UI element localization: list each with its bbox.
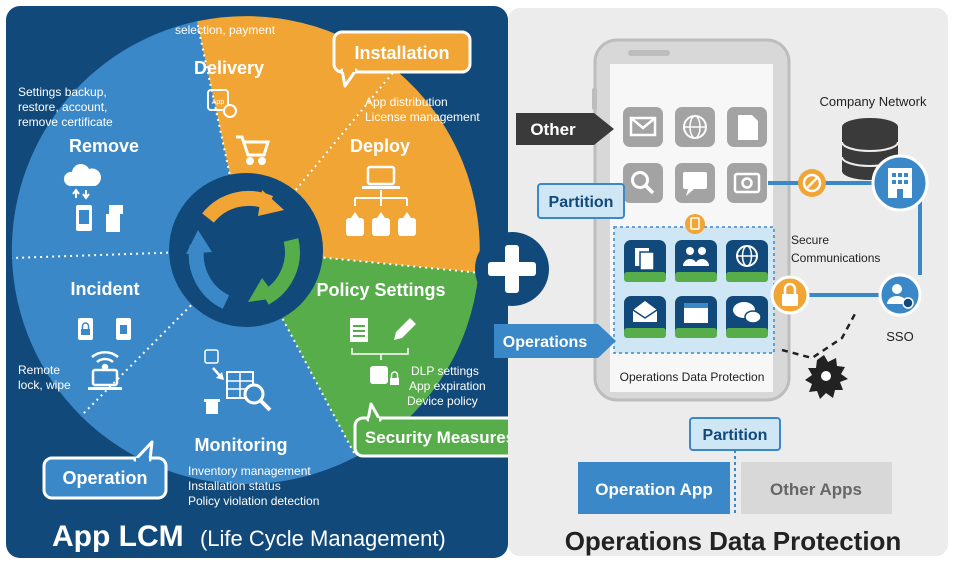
malware-icon bbox=[805, 355, 848, 399]
security-callout-label: Security Measures bbox=[365, 428, 515, 447]
other-apps-grid bbox=[623, 107, 767, 203]
pencil-icon bbox=[394, 318, 416, 340]
other-apps-box: Other Apps bbox=[741, 462, 892, 514]
sso-label: SSO bbox=[886, 329, 913, 344]
secure-label-1: Secure bbox=[791, 233, 829, 247]
policy-document-icon bbox=[350, 318, 368, 342]
other-tag-label: Other bbox=[530, 120, 576, 139]
monitoring-segment bbox=[81, 250, 356, 485]
deploy-note-2: License management bbox=[365, 110, 480, 124]
remove-label: Remove bbox=[69, 136, 139, 156]
sso-user-icon bbox=[878, 273, 922, 317]
threat-path bbox=[781, 311, 858, 360]
calendar-app-icon bbox=[675, 296, 717, 338]
globe-icon bbox=[675, 107, 715, 147]
chat-app-icon bbox=[726, 296, 768, 338]
operation-callout: Operation bbox=[42, 440, 168, 500]
installation-callout-label: Installation bbox=[354, 43, 449, 63]
cycle-arrows-icon bbox=[186, 190, 300, 309]
policy-note-1: DLP settings bbox=[411, 364, 479, 378]
monitoring-note-1: Inventory management bbox=[188, 464, 311, 478]
laptop-icon bbox=[88, 368, 122, 390]
delivery-note: selection, payment bbox=[175, 23, 276, 37]
incident-note-1: Remote bbox=[18, 363, 60, 377]
other-tag: Other bbox=[516, 113, 614, 145]
remove-segment bbox=[11, 21, 247, 258]
monitoring-icon bbox=[204, 349, 272, 414]
remove-note-3: remove certificate bbox=[18, 115, 113, 129]
globe-app-icon bbox=[726, 240, 768, 282]
policy-label: Policy Settings bbox=[316, 280, 445, 300]
monitoring-label: Monitoring bbox=[195, 435, 288, 455]
incident-label: Incident bbox=[70, 279, 139, 299]
document-icon bbox=[727, 107, 767, 147]
device-backup-icon bbox=[76, 205, 123, 232]
policy-note-2: App expiration bbox=[409, 379, 486, 393]
lock-phone-icon bbox=[78, 318, 93, 340]
chat-icon bbox=[675, 163, 715, 203]
lcm-title: App LCM (Life Cycle Management) bbox=[52, 520, 446, 553]
policy-note-3: Device policy bbox=[407, 394, 478, 408]
remove-note-1: Settings backup, bbox=[18, 85, 107, 99]
operation-app-box: Operation App bbox=[578, 462, 730, 514]
deploy-label: Deploy bbox=[350, 136, 410, 156]
odp-title: Operations Data Protection bbox=[565, 526, 902, 556]
bottom-partition-tag: Partition bbox=[689, 417, 781, 451]
padlock-icon bbox=[770, 275, 810, 315]
operations-tag-label: Operations bbox=[503, 334, 588, 351]
incident-note-2: lock, wipe bbox=[18, 378, 71, 392]
plus-icon bbox=[475, 232, 549, 306]
partition-tag-label: Partition bbox=[549, 194, 614, 211]
block-icon bbox=[798, 169, 826, 197]
operation-app-label: Operation App bbox=[595, 480, 712, 499]
building-icon bbox=[871, 154, 929, 212]
mail-app-icon bbox=[624, 296, 666, 338]
policy-bracket bbox=[351, 348, 409, 360]
deploy-note-1: App distribution bbox=[365, 95, 448, 109]
remove-note-2: restore, account, bbox=[18, 100, 107, 114]
partition-tag: Partition bbox=[537, 183, 625, 219]
lcm-title-main: App LCM bbox=[52, 520, 184, 553]
other-apps-label: Other Apps bbox=[770, 480, 862, 499]
operations-tag: Operations bbox=[494, 324, 616, 358]
mail-icon bbox=[623, 107, 663, 147]
cloud-sync-icon bbox=[63, 164, 102, 200]
delivery-label: Delivery bbox=[194, 58, 264, 78]
bottom-partition-label: Partition bbox=[703, 427, 768, 444]
operation-apps-grid bbox=[624, 240, 768, 338]
secure-label-2: Communications bbox=[791, 251, 880, 265]
monitoring-note-2: Installation status bbox=[188, 479, 281, 493]
lcm-title-sub: (Life Cycle Management) bbox=[200, 526, 446, 551]
docs-icon bbox=[624, 240, 666, 282]
wireless-signal-icon bbox=[91, 350, 119, 371]
app-lock-icon bbox=[370, 366, 399, 385]
camera-icon bbox=[727, 163, 767, 203]
monitoring-note-3: Policy violation detection bbox=[188, 494, 319, 508]
phone-caption: Operations Data Protection bbox=[620, 370, 765, 384]
wipe-phone-icon bbox=[116, 318, 131, 340]
search-icon bbox=[623, 163, 663, 203]
laptop-distribution-icon bbox=[346, 165, 416, 236]
installation-callout: Installation bbox=[332, 30, 472, 88]
company-network-label: Company Network bbox=[820, 94, 927, 109]
app-badge-label: App bbox=[212, 99, 225, 106]
app-download-icon: App bbox=[207, 89, 237, 118]
partition-clip-icon bbox=[685, 214, 705, 234]
shopping-cart-icon bbox=[236, 135, 271, 165]
security-callout: Security Measures bbox=[353, 402, 527, 458]
operation-callout-label: Operation bbox=[62, 468, 147, 488]
people-icon bbox=[675, 240, 717, 282]
